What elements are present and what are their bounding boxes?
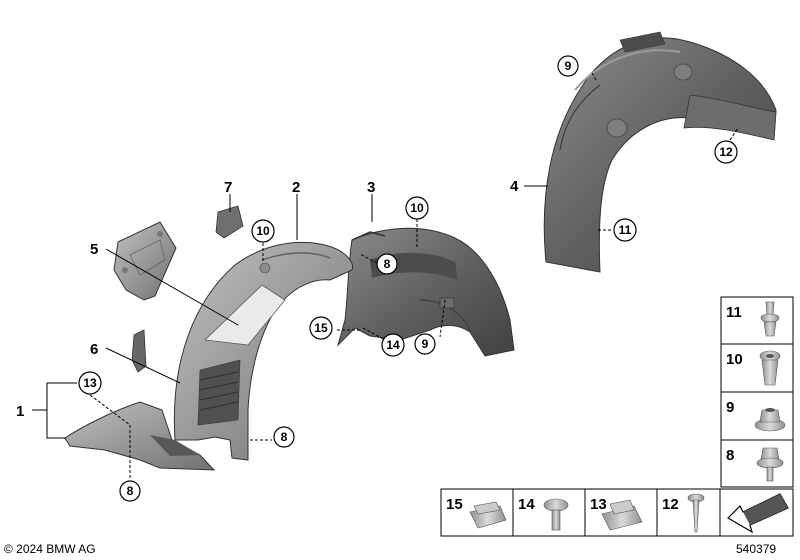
label-part-6: 6 bbox=[90, 341, 98, 358]
clip-nut-icon bbox=[601, 499, 643, 531]
callout-c9-mid: 9 bbox=[414, 333, 436, 355]
callout-c15-mid: 15 bbox=[309, 316, 333, 340]
svg-text:14: 14 bbox=[386, 338, 400, 352]
svg-text:10: 10 bbox=[726, 351, 743, 368]
arrow-symbol-icon bbox=[727, 493, 789, 534]
svg-text:9: 9 bbox=[422, 337, 429, 351]
parts-cell-11: 11 bbox=[720, 296, 794, 345]
parts-cell-symbol bbox=[719, 488, 794, 537]
svg-text:10: 10 bbox=[256, 224, 270, 238]
svg-text:8: 8 bbox=[726, 447, 734, 464]
parts-cell-15: 15 bbox=[440, 488, 514, 537]
parts-cell-9: 9 bbox=[720, 391, 794, 441]
svg-text:13: 13 bbox=[83, 376, 97, 390]
svg-text:15: 15 bbox=[314, 321, 328, 335]
svg-text:11: 11 bbox=[726, 304, 742, 321]
callout-c8-bottom: 8 bbox=[119, 480, 141, 502]
diagram-number: 540379 bbox=[736, 542, 776, 556]
svg-text:14: 14 bbox=[518, 496, 535, 513]
svg-text:12: 12 bbox=[662, 496, 679, 513]
parts-cell-10: 10 bbox=[720, 343, 794, 393]
clip-rivet-icon bbox=[760, 301, 780, 337]
hex-bolt-icon bbox=[756, 447, 784, 482]
lower-front-liner bbox=[64, 401, 216, 471]
cover-plate bbox=[113, 221, 177, 301]
parts-table-bottom-row: 15 14 13 12 bbox=[440, 488, 794, 537]
oval-head-screw-icon bbox=[543, 498, 569, 531]
callout-c14-mid: 14 bbox=[381, 333, 405, 357]
svg-text:8: 8 bbox=[127, 484, 134, 498]
label-part-1: 1 bbox=[16, 403, 24, 420]
callout-c12-top: 12 bbox=[714, 140, 738, 164]
svg-text:10: 10 bbox=[410, 201, 424, 215]
parts-table-right-column: 11 10 9 bbox=[720, 296, 794, 488]
callout-c8-right: 8 bbox=[273, 426, 295, 448]
part-labels: 1 2 3 4 5 6 7 bbox=[16, 178, 519, 420]
svg-text:15: 15 bbox=[446, 496, 463, 513]
svg-text:9: 9 bbox=[726, 399, 734, 416]
svg-text:8: 8 bbox=[281, 430, 288, 444]
callout-c9-top: 9 bbox=[557, 55, 579, 77]
label-part-3: 3 bbox=[367, 179, 375, 196]
flange-nut-icon bbox=[754, 408, 786, 432]
svg-text:9: 9 bbox=[565, 59, 572, 73]
callout-c10-mid: 10 bbox=[405, 196, 429, 220]
parts-cell-12: 12 bbox=[656, 488, 721, 537]
parts-cell-8: 8 bbox=[720, 439, 794, 488]
svg-text:12: 12 bbox=[719, 145, 733, 159]
callout-c10-left: 10 bbox=[251, 219, 275, 243]
screw-icon bbox=[687, 493, 705, 533]
copyright-text: © 2024 BMW AG bbox=[4, 542, 96, 556]
parts-cell-14: 14 bbox=[512, 488, 586, 537]
label-part-7: 7 bbox=[224, 179, 232, 196]
clip-part-7 bbox=[215, 205, 244, 239]
svg-text:11: 11 bbox=[619, 223, 632, 237]
callout-c8-mid: 8 bbox=[376, 253, 398, 275]
spring-nut-icon bbox=[469, 501, 507, 529]
label-part-4: 4 bbox=[510, 178, 519, 195]
svg-text:13: 13 bbox=[590, 496, 607, 513]
expanding-nut-icon bbox=[759, 350, 781, 386]
callout-c13-left: 13 bbox=[78, 371, 102, 395]
callout-c11-top: 11 bbox=[613, 218, 637, 242]
label-part-5: 5 bbox=[90, 241, 98, 258]
svg-text:8: 8 bbox=[384, 257, 391, 271]
label-part-2: 2 bbox=[292, 179, 300, 196]
wheel-arch-liner-rear bbox=[543, 31, 777, 273]
wheel-arch-liner-front bbox=[173, 241, 354, 461]
parts-cell-13: 13 bbox=[584, 488, 658, 537]
leader-lines bbox=[32, 72, 739, 480]
